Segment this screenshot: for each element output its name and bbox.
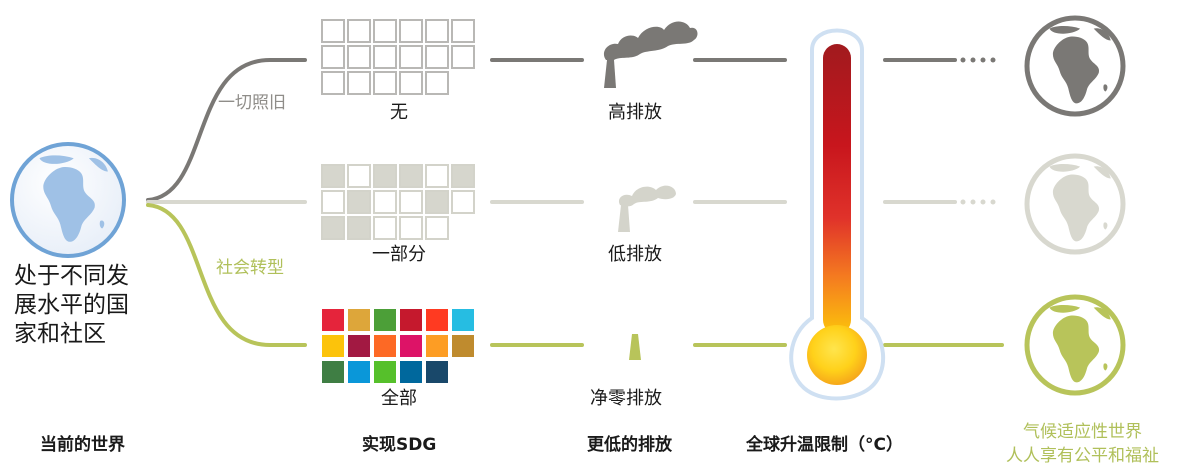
start-text-line: 家和社区 [14,321,106,347]
sdg-tile [399,190,423,214]
sdg-tile [374,361,396,383]
sdg-grid-none-icon [321,19,475,95]
sdg-tile [425,19,449,43]
sdg-grid-full-icon [322,309,474,383]
column-label-achieve-sdg: 实现SDG [362,435,437,455]
start-globe-icon [10,142,126,258]
connector-lines [146,58,1004,347]
sdg-tile [374,335,396,357]
sdg-tile [400,361,422,383]
sdg-tile [426,335,448,357]
sdg-tile [322,335,344,357]
sdg-tile [347,190,371,214]
sdg-tile [400,335,422,357]
emission-label-net-zero: 净零排放 [590,388,662,409]
sdg-label-partial: 一部分 [372,244,426,265]
sdg-tile [347,216,371,240]
sdg-tile [374,309,396,331]
sdg-grid-partial-icon [321,164,475,240]
factory-low-emission-icon [618,185,676,232]
sdg-tile [425,164,449,188]
sdg-tile [373,216,397,240]
sdg-tile [321,164,345,188]
sdg-tile [373,71,397,95]
sdg-tile [348,335,370,357]
sdg-tile [399,19,423,43]
sdg-tile [452,335,474,357]
sdg-tile [321,71,345,95]
column-label-climate-resilient-world: 气候适应性世界 人人享有公平和福祉 [990,420,1175,468]
factory-high-emission-icon [603,21,698,88]
factory-net-zero-icon [629,334,641,360]
emission-label-low: 低排放 [608,244,662,265]
sdg-tile [373,190,397,214]
sdg-tile [321,45,345,69]
sdg-tile [452,309,474,331]
sdg-tile [400,309,422,331]
sdg-tile [347,71,371,95]
sdg-tile [347,45,371,69]
sdg-tile [373,19,397,43]
sdg-tile [451,190,475,214]
sdg-label-none: 无 [390,102,408,123]
branch-label-business-as-usual: 一切照旧 [218,93,286,113]
sdg-tile [399,71,423,95]
sdg-tile [426,309,448,331]
sdg-tile [321,216,345,240]
column-label-warming-limit: 全球升温限制（°C） [746,435,903,455]
branch-label-social-transformation: 社会转型 [216,258,284,278]
sdg-tile [399,45,423,69]
sdg-tile [321,19,345,43]
sdg-tile [425,216,449,240]
end-globe-net-zero-icon [1024,294,1126,396]
sdg-tile [451,164,475,188]
dotted-gray [960,57,996,63]
start-text-line: 展水平的国 [14,292,129,318]
start-text-line: 处于不同发 [14,263,129,289]
sdg-tile [373,45,397,69]
sdg-tile [425,71,449,95]
sdg-tile [348,361,370,383]
sdg-tile [373,164,397,188]
sdg-tile [322,309,344,331]
sdg-tile [425,45,449,69]
column-label-current-world: 当前的世界 [40,435,125,455]
dotted-mid [960,199,996,205]
sdg-tile [347,164,371,188]
thermometer-icon [789,28,886,401]
emission-label-high: 高排放 [608,102,662,123]
sdg-tile [399,164,423,188]
column-label-lower-emission: 更低的排放 [587,435,672,455]
end-globe-low-icon [1024,153,1126,255]
sdg-tile [426,361,448,383]
sdg-tile [347,19,371,43]
sdg-tile [425,190,449,214]
start-text: 处于不同发 展水平的国 家和社区 [14,262,129,349]
sdg-tile [348,309,370,331]
climate-world-line: 人人享有公平和福祉 [1006,446,1159,466]
sdg-tile [322,361,344,383]
sdg-tile [399,216,423,240]
end-globe-high-icon [1024,15,1126,117]
sdg-tile [451,45,475,69]
climate-world-line: 气候适应性世界 [1023,422,1142,442]
sdg-label-all: 全部 [381,388,417,409]
sdg-tile [321,190,345,214]
sdg-tile [451,19,475,43]
